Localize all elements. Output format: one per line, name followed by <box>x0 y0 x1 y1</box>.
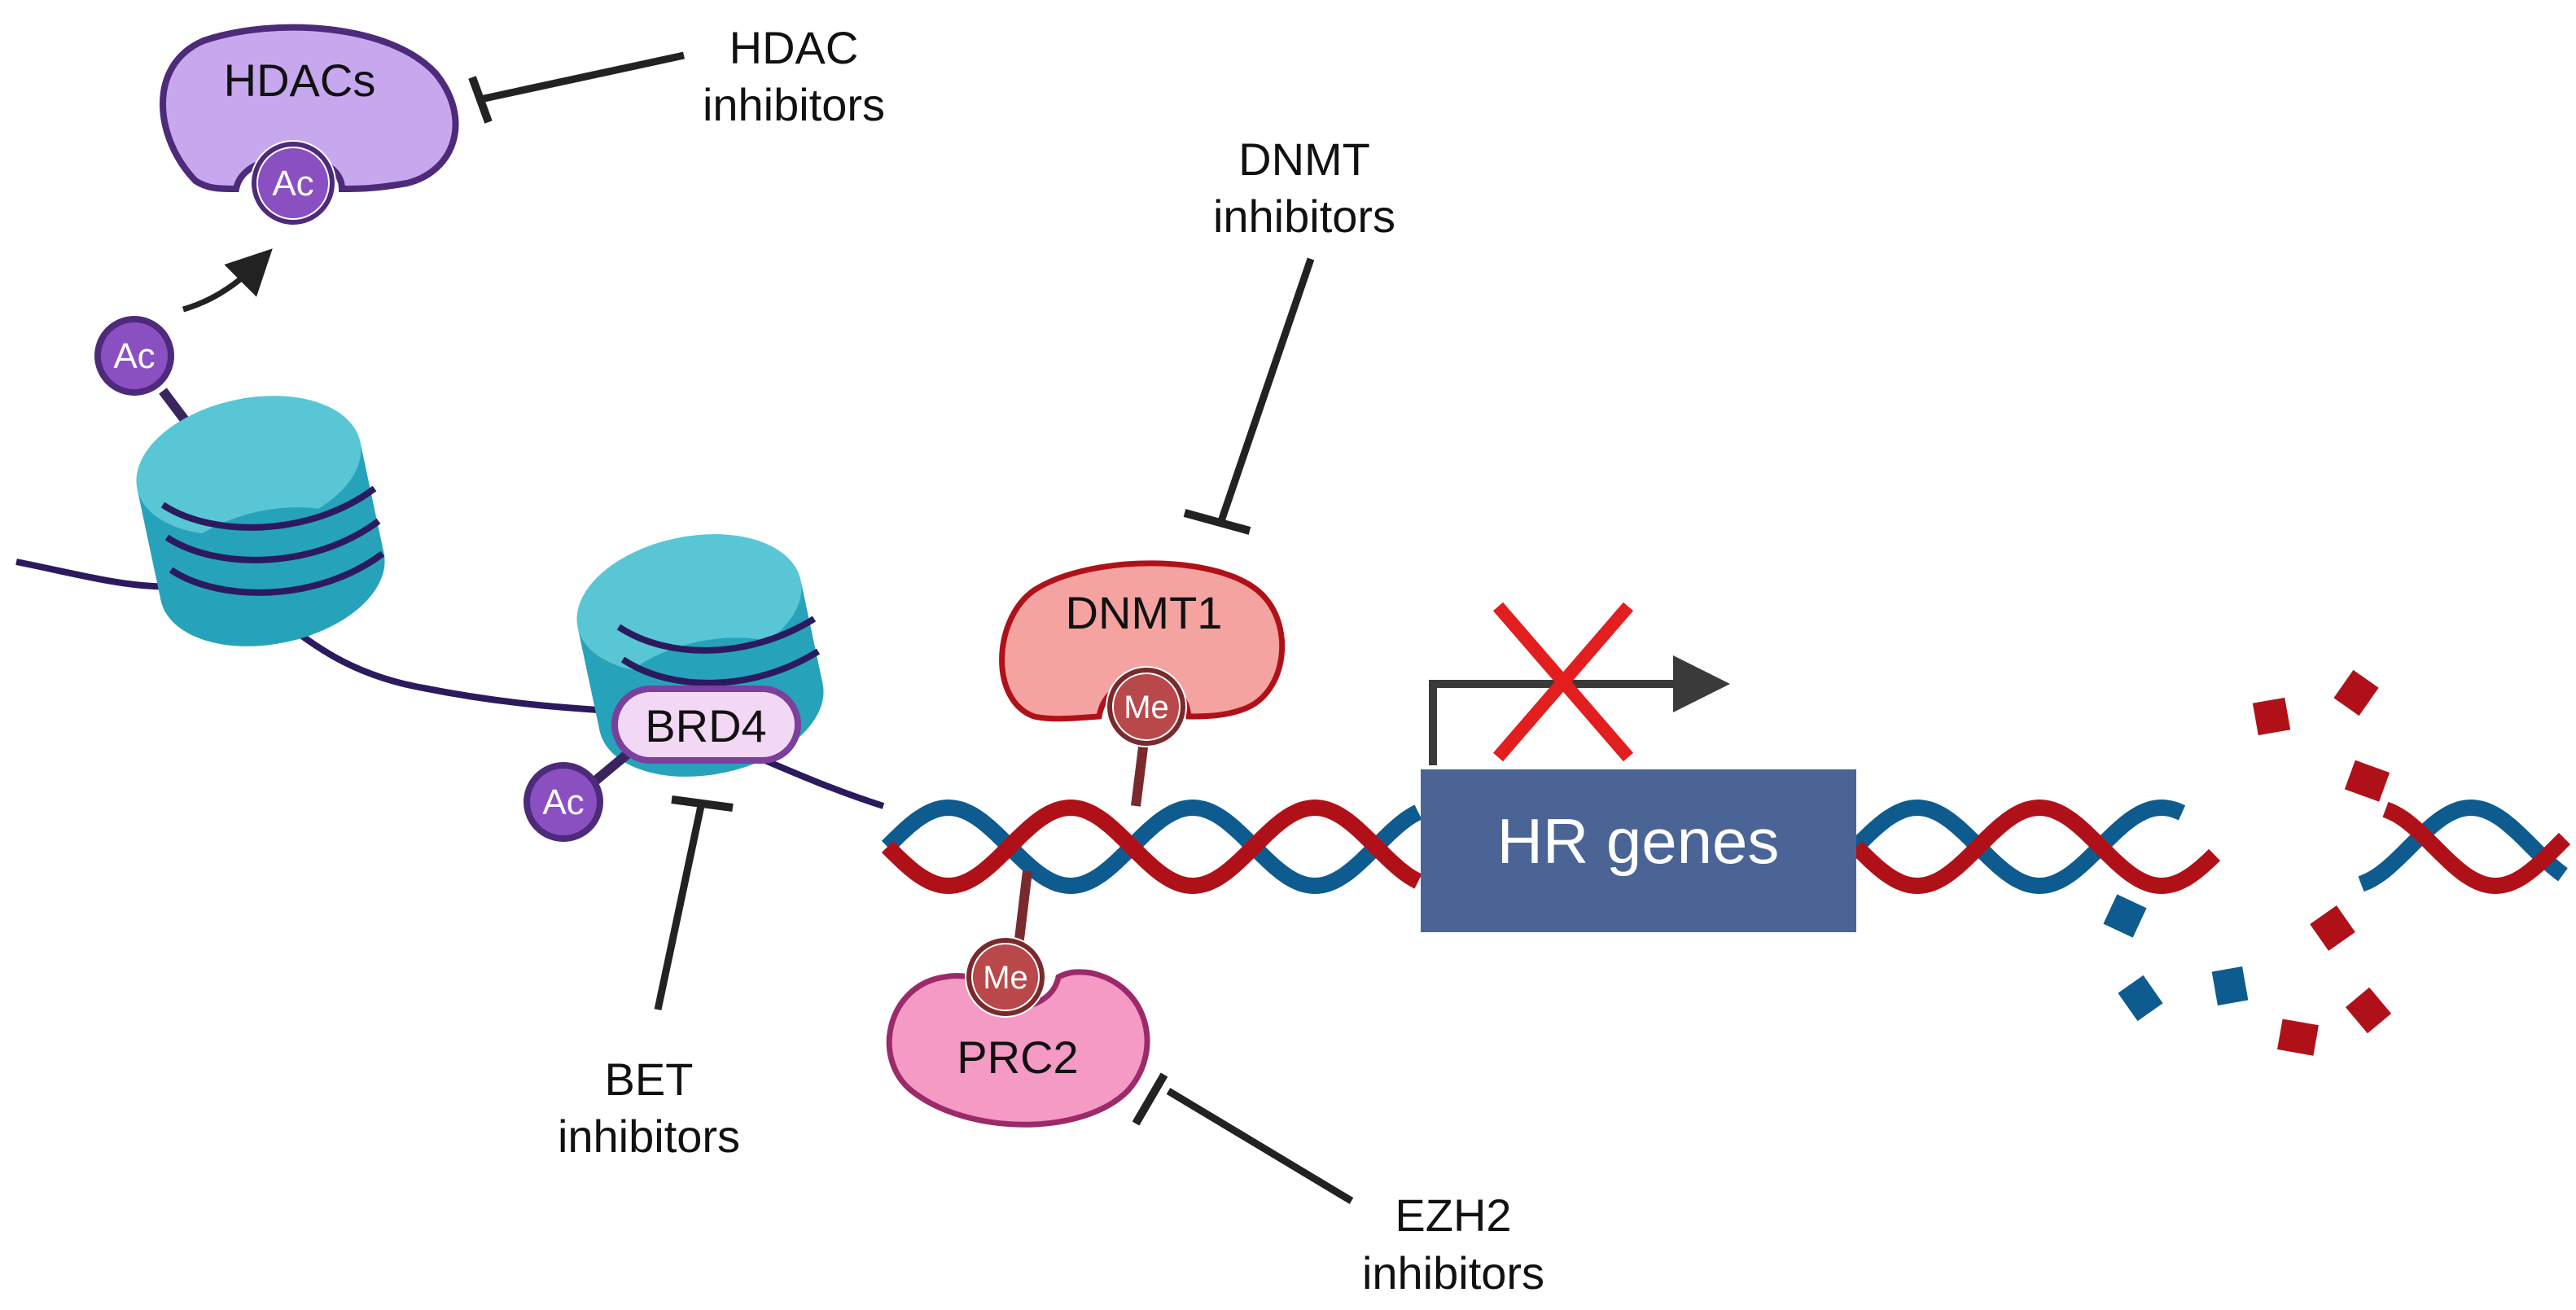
methyl-stalk-dnmt1 <box>1131 740 1149 807</box>
transcription-arrow <box>1429 655 1730 765</box>
hdacs-label: HDACs <box>224 55 376 106</box>
dna-helix-right <box>1850 799 2220 895</box>
bet-inhibitor-word: inhibitors <box>558 1111 740 1162</box>
hdac-inhibitor-name: HDAC <box>729 22 859 73</box>
dnmt1-label: DNMT1 <box>1066 587 1223 638</box>
ezh2-inhibitor-bar <box>1132 1072 1354 1204</box>
dna-helix-far-right <box>2358 799 2571 895</box>
prc2-enzyme: PRC2 Me <box>886 936 1150 1128</box>
methyl-label-dnmt1: Me <box>1124 690 1169 725</box>
nucleosome-1 <box>136 396 385 646</box>
hdac-inhibitor-word: inhibitors <box>703 79 885 130</box>
brd4-label: BRD4 <box>645 700 766 751</box>
methyl-label-prc2: Me <box>983 960 1028 996</box>
brd4-reader: BRD4 <box>611 686 801 764</box>
acetyl-mark-brd4: Ac <box>524 737 646 842</box>
acetyl-label-hdacs: Ac <box>272 164 313 204</box>
dnmt1-enzyme: DNMT1 Me <box>999 560 1286 747</box>
ezh2-inhibitor-name: EZH2 <box>1395 1190 1511 1241</box>
acetyl-mark-nucleosome-1: Ac <box>94 316 174 396</box>
hdacs-enzyme: HDACs Ac <box>160 24 459 226</box>
dnmt-inhibitor-word: inhibitors <box>1213 191 1395 242</box>
acetyl-label-brd4: Ac <box>542 782 584 822</box>
ezh2-inhibitor-word: inhibitors <box>1362 1247 1544 1299</box>
hr-genes-label: HR genes <box>1497 805 1780 877</box>
dnmt-inhibitor-bar <box>1183 257 1315 535</box>
bet-inhibitor-bar <box>654 795 734 1010</box>
transfer-arrow <box>182 248 273 313</box>
dna-helix-left <box>881 799 1422 895</box>
hdac-inhibitor-bar <box>468 51 685 124</box>
dna-fragments <box>2103 669 2392 1056</box>
hr-genes-box: HR genes <box>1421 769 1856 932</box>
blocked-x-icon <box>1492 602 1634 762</box>
dnmt-inhibitor-name: DNMT <box>1238 134 1370 185</box>
bet-inhibitor-name: BET <box>605 1054 694 1105</box>
acetyl-label-1: Ac <box>113 336 155 376</box>
prc2-label: PRC2 <box>957 1032 1078 1083</box>
